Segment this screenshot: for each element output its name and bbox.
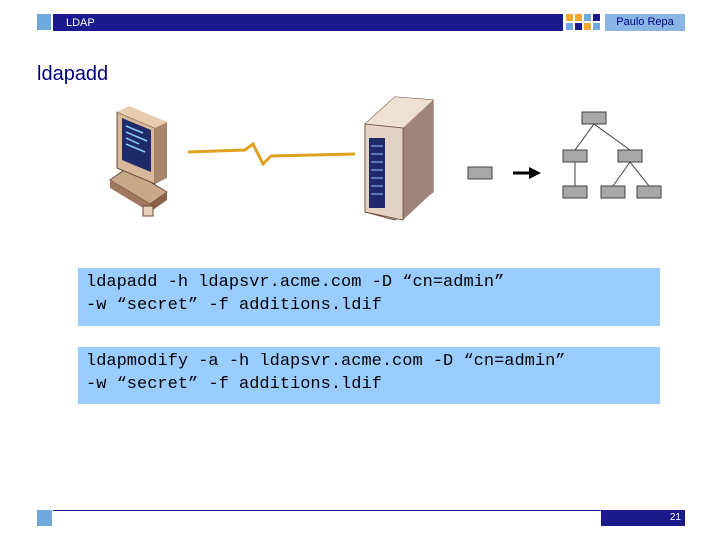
page-title: ldapadd xyxy=(37,63,109,85)
ldapadd-command-box: ldapadd -h ldapsvr.acme.com -D “cn=admin… xyxy=(78,268,660,326)
server-icon xyxy=(364,96,434,221)
footer-page-bar xyxy=(601,510,685,526)
header-author: Paulo Repa xyxy=(616,16,674,28)
footer-left-accent xyxy=(37,510,52,526)
footer-rule xyxy=(53,510,601,511)
header-author-bar xyxy=(605,14,685,31)
directory-tree-icon xyxy=(562,111,662,199)
header-bar xyxy=(53,14,563,31)
arrow-right-icon xyxy=(513,167,541,179)
code-line: ldapadd -h ldapsvr.acme.com -D “cn=admin… xyxy=(86,273,505,292)
header-grid-decoration xyxy=(566,14,602,32)
code-line: -w “secret” -f additions.ldif xyxy=(86,375,382,394)
network-link-icon xyxy=(187,141,356,167)
code-line: ldapmodify -a -h ldapsvr.acme.com -D “cn… xyxy=(86,352,566,371)
code-line: -w “secret” -f additions.ldif xyxy=(86,296,382,315)
ldapmodify-command-box: ldapmodify -a -h ldapsvr.acme.com -D “cn… xyxy=(78,347,660,404)
entry-node-icon xyxy=(467,166,493,180)
client-computer-icon xyxy=(109,106,168,217)
header-section-title: LDAP xyxy=(66,17,95,29)
ldap-diagram xyxy=(109,96,662,221)
page-number: 21 xyxy=(669,512,681,523)
header-left-accent xyxy=(37,14,51,30)
